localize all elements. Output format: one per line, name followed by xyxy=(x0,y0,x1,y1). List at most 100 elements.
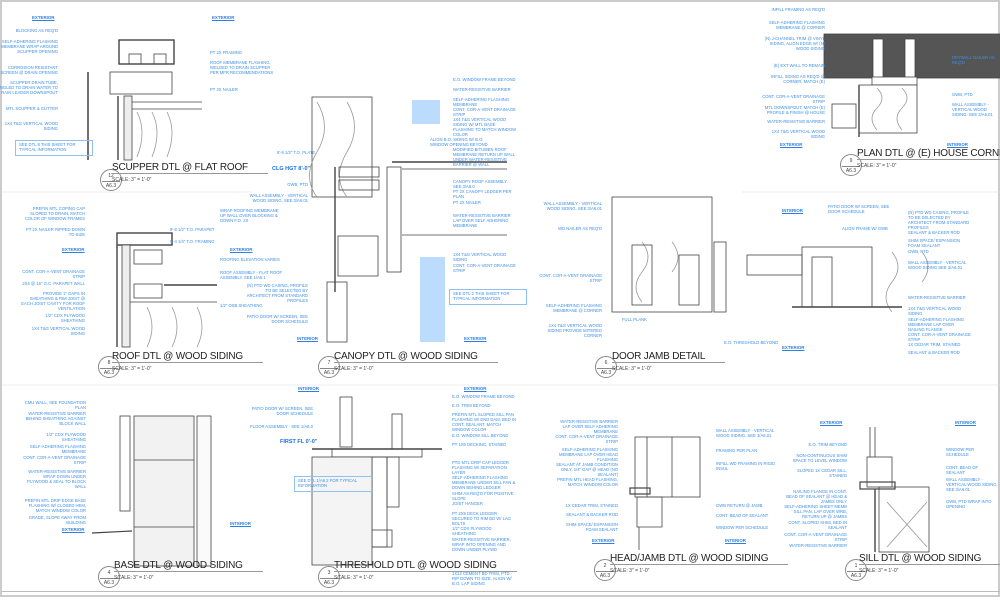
annotation-label: 8'-5 1/2" T.O. PLATE xyxy=(277,150,316,155)
detail-title: HEAD/JAMB DTL @ WOOD SIDING xyxy=(610,553,789,565)
annotation-label: SLOPED 1X CEDAR SILL, STAINED xyxy=(796,468,847,478)
canopy-detail-drawing xyxy=(309,96,507,343)
detail-scale: SCALE: 3" = 1'-0" xyxy=(857,163,897,169)
detail-title: DOOR JAMB DETAIL xyxy=(612,351,726,363)
annotation-label: E.O. WINDOW SILL BEYOND xyxy=(452,433,509,438)
detail-number: 2 xyxy=(603,563,607,569)
scupper-detail-drawing xyxy=(87,39,202,161)
annotation-label: 1X4 T&G VERTICAL WOOD SIDING PROVIDE MIT… xyxy=(547,323,602,338)
annotation-label: INFILL SIDING AS REQ'D @ CORNER, MATCH (… xyxy=(771,74,825,84)
sheet-number: A6.3 xyxy=(600,370,612,376)
annotation-label: CONT. BEAD OF SEALANT xyxy=(716,513,769,518)
annotation-label: 9'-8 1/2" T.O. PARAPET xyxy=(170,227,215,232)
annotation-label: WATER-RESISTIVE BARRIER, WRAP INTO OPENI… xyxy=(452,537,511,552)
level-marker: CLG HGT 8'-0" xyxy=(272,166,311,172)
annotation-label: SHIM AS REQ'D FOR POSITIVE SLOPE xyxy=(452,491,514,501)
annotation-label: SELF-ADHERING SHEET MEMB SILL PAN, LAP O… xyxy=(784,504,847,519)
sheet-number: A6.3 xyxy=(850,573,862,579)
annotation-label: GRADE, SLOPE AWAY FROM BUILDING xyxy=(28,515,86,525)
side-label: EXTERIOR xyxy=(32,15,55,20)
annotation-label: SELF-ADHERING FLASHING MEMBRANE @ CORNER xyxy=(768,20,825,30)
annotation-label: ROOF ASSEMBLY - FLAT ROOF ASSEMBLY. SEE … xyxy=(220,270,283,280)
annotation-label: GWB, PTD xyxy=(287,182,308,187)
sheet-number: A6.3 xyxy=(105,183,117,189)
annotation-label: 1/2" CDX PLYWOOD SHEATHING xyxy=(45,313,85,323)
annotation-label: JOIST HANGER xyxy=(452,501,483,506)
detail-scale: SCALE: 3" = 1'-0" xyxy=(112,366,152,372)
detail-number: 7 xyxy=(327,360,331,366)
annotation-label: FRAMING PER PLAN xyxy=(716,448,758,453)
sill-detail-drawing xyxy=(859,427,930,553)
detail-scale: SCALE: 3" = 1'-0" xyxy=(610,568,650,574)
annotation-label: INFILL WD FRAMING IN RIGID INSUL xyxy=(716,461,776,471)
detail-number: 8 xyxy=(107,360,111,366)
annotation-label: FULL PLANK xyxy=(622,317,647,322)
annotation-label: PATIO DOOR W/ SCREEN, SEE DOOR SCHEDULE xyxy=(251,406,313,416)
annotation-label: SELF-ADHERING FLASHING MEMBRANE xyxy=(453,97,510,107)
annotation-label: SEALANT & BACKER ROD xyxy=(566,512,618,517)
level-marker: FIRST FL 0'-0" xyxy=(280,439,318,445)
title-block-strip xyxy=(2,591,1000,600)
annotation-label: CONT. BEAD OF SEALANT xyxy=(946,465,979,475)
annotation-label: ROOF MEMBRANE FLASHING, WELDED TO DRAIN … xyxy=(210,60,274,75)
annotation-label: FLOOR ASSEMBLY - SEE 1/A6.0 xyxy=(250,424,313,429)
detail-number: 9 xyxy=(849,158,853,164)
annotation-label: WRAP ROOFING MEMBRANE UP WALL OVER BLOCK… xyxy=(220,208,279,223)
annotation-label: SELF-ADHERING FLASHING MEMBRANE WRAP ARO… xyxy=(1,39,58,54)
annotation-label: E.O. TRIM BEYOND xyxy=(808,442,847,447)
annotation-label: 1X4 T&G VERTICAL WOOD SIDING xyxy=(908,306,962,316)
annotation-label: 1/2" OSB SHEATHING xyxy=(220,303,263,309)
annotation-label: BLOCKING AS REQ'D xyxy=(15,28,58,33)
annotation-label: PREFIN MTL HEAD FLASHING, MATCH WINDOW C… xyxy=(557,477,618,487)
annotation-label: SELF-ADHERING FLASHING MEMBRANE xyxy=(29,444,86,454)
annotation-label: PT 2X NAILER xyxy=(453,200,481,205)
detail-number: 4 xyxy=(107,570,111,576)
annotation-label: WATER-RESISTIVE BARRIER xyxy=(767,119,825,124)
reference-note: SEE DTL 2 THIS SHEET FOR TYPICAL INFORMA… xyxy=(449,289,527,305)
side-label: INTERIOR xyxy=(725,538,746,543)
annotation-label: WALL ASSEMBLY - VERTICAL WOOD SIDING. SE… xyxy=(716,428,775,438)
annotation-label: 1X CEDAR TRIM, STAINED xyxy=(908,342,961,348)
annotation-label: (N) PTD WD CASING, PROFILE TO BE SELECTE… xyxy=(908,210,970,230)
sheet-number: A6.3 xyxy=(103,370,115,376)
annotation-label: WATER-RESISTIVE BARRIER BEHIND SHEATHING… xyxy=(25,411,86,426)
annotation-label: WALL ASSEMBLY - VERTICAL WOOD SIDING. SE… xyxy=(952,102,993,117)
annotation-label: SHIM SPACE/ EXPANSION FOAM SEALANT xyxy=(908,238,960,248)
annotation-label: (N) PTD WD CASING, PROFILE TO BE SELECTE… xyxy=(246,283,308,303)
side-label: EXTERIOR xyxy=(62,527,85,532)
sheet-number: A6.3 xyxy=(323,370,335,376)
annotation-label: CONT. COR-A-VENT DRAINAGE STRIP xyxy=(23,455,86,465)
annotation-label: SHIM SPACE/ EXPANSION FOAM SEALANT xyxy=(566,522,618,532)
annotation-label: SELF-ADHERING FLASHING MEMBRANE LAP OVER… xyxy=(558,447,618,462)
detail-scale: SCALE: 3" = 1'-0" xyxy=(334,575,374,581)
annotation-label: 1/2" CDX PLYWOOD SHEATHING xyxy=(452,526,492,536)
annotation-label: PREFIN MTL DRIP EDGE BASE FLASHING W/ CL… xyxy=(24,498,86,513)
annotation-label: E.O. THRESHOLD BEYOND xyxy=(724,340,779,345)
annotation-label: 2X4 @ 16" O.C. PARAPET WALL xyxy=(22,281,85,286)
annotation-label: PREFIN MTL SLOPED SILL PAN FLASHING W/ E… xyxy=(452,412,516,432)
annotation-label: WD NAILER AS REQ'D xyxy=(558,226,602,231)
annotation-label: 9'-4 1/4" T.O. FRAMING xyxy=(170,239,215,244)
annotation-label: (N) J-CHANNEL TRIM @ VINYL SIDING, ALIGN… xyxy=(764,36,825,51)
detail-title: THRESHOLD DTL @ WOOD SIDING xyxy=(334,560,517,572)
annotation-label: GWB, PTD xyxy=(908,249,929,254)
side-label: EXTERIOR xyxy=(592,538,615,543)
side-label: EXTERIOR xyxy=(780,142,803,147)
annotation-label: ROOFING ELEVATION VARIES xyxy=(220,257,280,262)
annotation-label: GWB, PTD xyxy=(952,92,973,97)
side-label: INTERIOR xyxy=(947,142,968,147)
annotation-label: SELF-ADHERING FLASHING MEMBRANE @ CORNER xyxy=(545,303,602,313)
annotation-label: GWB RETURN @ JAMB xyxy=(716,503,763,508)
side-label: EXTERIOR xyxy=(464,386,487,391)
annotation-label: 1/2" CDX PLYWOOD SHEATHING xyxy=(46,432,86,442)
plan-corner-detail-drawing xyxy=(823,33,1000,137)
annotation-label: WALL ASSEMBLY - VERTICAL WOOD SIDING. SE… xyxy=(946,477,998,492)
annotation-label: WINDOW PER SCHEDULE xyxy=(946,447,975,457)
annotation-label: SELF-ADHERING FLASHING MEMBRANE UNDER SI… xyxy=(452,475,516,490)
annotation-label: PT 2X NAILER xyxy=(210,87,238,92)
annotation-label: INFILL FRAMING AS REQ'D xyxy=(771,7,825,12)
detail-scale: SCALE: 3" = 1'-0" xyxy=(334,366,374,372)
